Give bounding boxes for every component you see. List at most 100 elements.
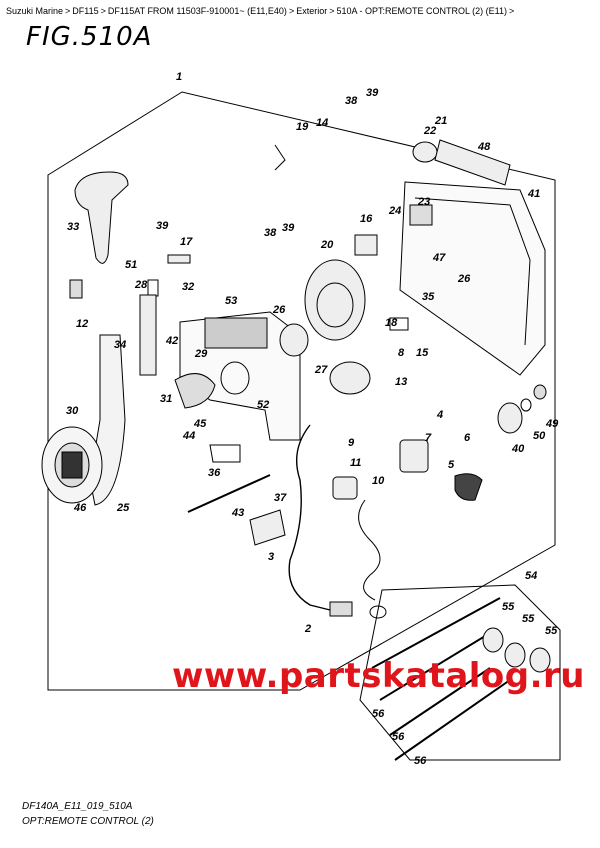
part-label-36[interactable]: 36 — [208, 467, 221, 479]
part-label-52[interactable]: 52 — [257, 399, 269, 411]
watermark: www.partskatalog.ru — [172, 656, 586, 696]
handle-grip — [74, 171, 129, 264]
block-23 — [409, 204, 433, 226]
nut-49 — [533, 384, 547, 400]
housing-port — [220, 361, 250, 395]
part-label-41[interactable]: 41 — [527, 188, 540, 200]
part-label-53[interactable]: 53 — [225, 295, 237, 307]
switch-body — [329, 361, 371, 395]
part-label-5[interactable]: 5 — [448, 459, 455, 471]
part-label-29[interactable]: 29 — [194, 348, 208, 360]
part-label-12[interactable]: 12 — [76, 318, 88, 330]
part-label-45[interactable]: 45 — [193, 418, 207, 430]
part-label-18[interactable]: 18 — [385, 317, 398, 329]
footer-code: DF140A_E11_019_510A — [22, 801, 133, 812]
long-bolt — [187, 474, 271, 513]
breadcrumb-item[interactable]: Suzuki Marine — [6, 6, 64, 16]
part-label-23[interactable]: 23 — [417, 196, 430, 208]
part-label-55[interactable]: 55 — [522, 613, 535, 625]
clip-12 — [69, 279, 83, 299]
callout-labels: 1234567891011121314151617181920212223242… — [66, 71, 559, 767]
part-label-37[interactable]: 37 — [274, 492, 287, 504]
part-label-50[interactable]: 50 — [533, 430, 546, 442]
part-label-11[interactable]: 11 — [350, 457, 361, 469]
part-label-19[interactable]: 19 — [296, 121, 309, 133]
part-label-33[interactable]: 33 — [67, 221, 79, 233]
part-label-15[interactable]: 15 — [416, 347, 429, 359]
part-label-31[interactable]: 31 — [160, 393, 172, 405]
breadcrumb-item[interactable]: DF115AT FROM 11503F-910001~ (E11,E40) — [107, 6, 287, 16]
harness-connector — [329, 601, 353, 617]
part-label-49[interactable]: 49 — [545, 418, 559, 430]
stop-switch — [332, 476, 358, 500]
part-label-47[interactable]: 47 — [432, 252, 446, 264]
part-label-28[interactable]: 28 — [134, 279, 148, 291]
pin-17 — [167, 254, 191, 264]
part-label-40[interactable]: 40 — [511, 443, 525, 455]
breadcrumb-item[interactable]: Exterior — [296, 6, 328, 16]
part-label-30[interactable]: 30 — [66, 405, 79, 417]
part-label-14[interactable]: 14 — [316, 117, 328, 129]
key-switch — [399, 439, 429, 473]
part-label-56[interactable]: 56 — [414, 755, 427, 767]
part-label-38[interactable]: 38 — [264, 227, 277, 239]
part-label-9[interactable]: 9 — [348, 437, 355, 449]
wire-harness — [288, 424, 331, 611]
breadcrumb-item[interactable]: 510A - OPT:REMOTE CONTROL (2) (E11) — [336, 6, 508, 16]
part-label-22[interactable]: 22 — [423, 125, 436, 137]
part-label-39[interactable]: 39 — [366, 87, 379, 99]
part-label-4[interactable]: 4 — [436, 409, 443, 421]
spring-32 — [147, 279, 159, 297]
part-label-34[interactable]: 34 — [114, 339, 126, 351]
part-label-16[interactable]: 16 — [360, 213, 373, 225]
breadcrumb: Suzuki Marine>DF115>DF115AT FROM 11503F-… — [6, 6, 515, 16]
part-label-39[interactable]: 39 — [156, 220, 169, 232]
part-label-13[interactable]: 13 — [395, 376, 407, 388]
breadcrumb-item[interactable]: DF115 — [72, 6, 99, 16]
part-label-24[interactable]: 24 — [388, 205, 401, 217]
part-label-8[interactable]: 8 — [398, 347, 405, 359]
part-label-46[interactable]: 46 — [73, 502, 87, 514]
sleeve-55a — [482, 627, 504, 653]
footer-subtitle: OPT:REMOTE CONTROL (2) — [22, 816, 154, 827]
cable-4 — [394, 679, 511, 761]
part-label-48[interactable]: 48 — [477, 141, 491, 153]
part-label-27[interactable]: 27 — [314, 364, 328, 376]
part-label-7[interactable]: 7 — [425, 432, 432, 444]
housing-panel — [204, 317, 268, 349]
part-label-51[interactable]: 51 — [125, 259, 137, 271]
part-label-21[interactable]: 21 — [434, 115, 447, 127]
part-label-55[interactable]: 55 — [502, 601, 515, 613]
assembly-outline — [47, 91, 556, 691]
part-label-43[interactable]: 43 — [231, 507, 244, 519]
part-label-26[interactable]: 26 — [457, 273, 471, 285]
part-label-35[interactable]: 35 — [422, 291, 435, 303]
part-label-26[interactable]: 26 — [272, 304, 286, 316]
figure-title: FIG.510A — [26, 22, 153, 52]
part-label-2[interactable]: 2 — [304, 623, 311, 635]
part-label-44[interactable]: 44 — [182, 430, 195, 442]
part-label-17[interactable]: 17 — [180, 236, 193, 248]
part-label-10[interactable]: 10 — [372, 475, 385, 487]
cam-disc-inner — [316, 282, 354, 328]
part-label-54[interactable]: 54 — [525, 570, 537, 582]
part-label-3[interactable]: 3 — [268, 551, 274, 563]
part-label-39[interactable]: 39 — [282, 222, 295, 234]
part-label-1[interactable]: 1 — [176, 71, 182, 83]
washer-50 — [520, 398, 532, 412]
part-label-6[interactable]: 6 — [464, 432, 471, 444]
part-label-56[interactable]: 56 — [372, 708, 385, 720]
part-label-32[interactable]: 32 — [182, 281, 194, 293]
part-label-25[interactable]: 25 — [116, 502, 130, 514]
rod-28 — [139, 294, 157, 376]
part-label-20[interactable]: 20 — [320, 239, 334, 251]
part-label-42[interactable]: 42 — [165, 335, 178, 347]
part-label-56[interactable]: 56 — [392, 731, 405, 743]
bracket-36 — [209, 444, 241, 463]
cable-2 — [379, 629, 496, 701]
collar — [279, 323, 309, 357]
cam-disc — [304, 259, 366, 341]
part-label-55[interactable]: 55 — [545, 625, 558, 637]
part-label-38[interactable]: 38 — [345, 95, 358, 107]
